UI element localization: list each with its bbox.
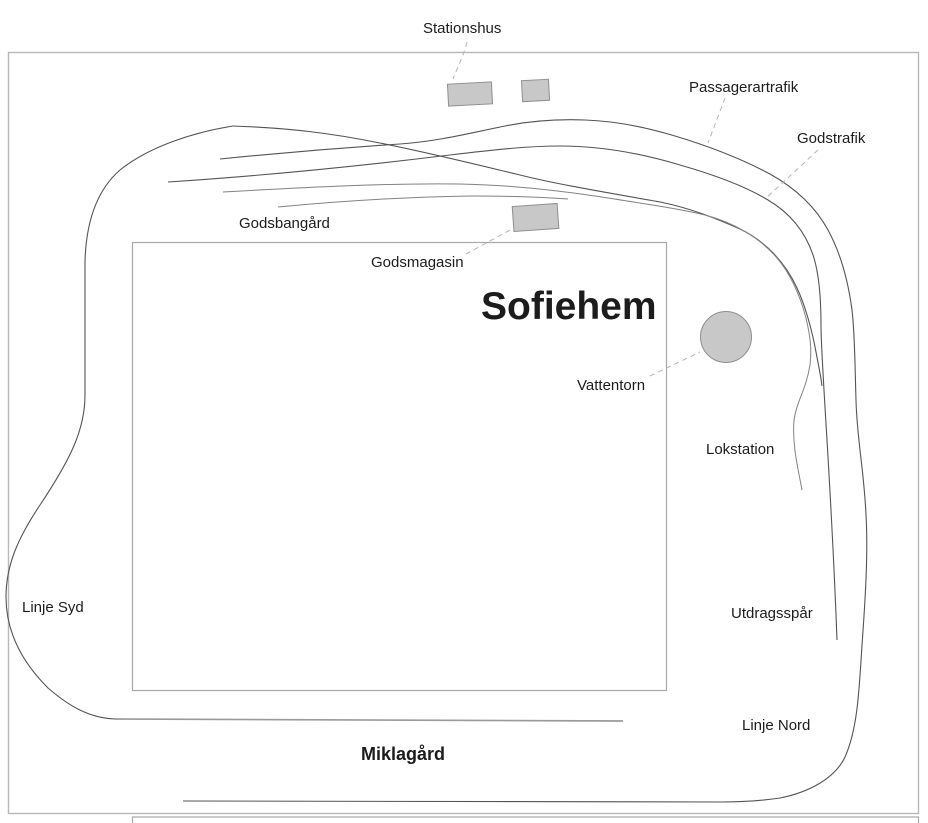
track-yard-lokstation (222, 183, 812, 491)
track-freight-loop (167, 145, 838, 641)
leader-godsmagasin (465, 228, 513, 255)
label-godsmagasin: Godsmagasin (371, 254, 464, 271)
track-passenger-main (182, 119, 868, 803)
label-utdragsspar: Utdragsspår (731, 605, 813, 622)
track-hidden-yard-ramp (114, 718, 624, 722)
label-passagerartrafik: Passagerartrafik (689, 79, 799, 96)
station-title: Sofiehem (481, 285, 657, 328)
track-mainline-left-loop (5, 125, 234, 720)
label-godsbangard: Godsbangård (239, 215, 330, 232)
godsmagasin-building (511, 202, 560, 233)
sofiehem-baseboard-rect (131, 241, 668, 692)
vattentorn-circle (700, 311, 752, 363)
label-vattentorn: Vattentorn (577, 377, 646, 394)
miklagard-baseboard-rect (131, 816, 920, 823)
leader-godstrafik (764, 149, 819, 200)
track-summit-descend (232, 125, 823, 387)
stationshus-building-annex (520, 78, 551, 103)
label-linje-syd: Linje Syd (22, 599, 84, 616)
label-stationshus: Stationshus (423, 20, 502, 37)
label-linje-nord: Linje Nord (742, 717, 811, 734)
track-yard-siding (277, 195, 569, 208)
outer-boundary-rect (7, 51, 920, 815)
lower-station-title: Miklagård (361, 744, 446, 764)
stationshus-building-main (446, 81, 494, 107)
leader-vattentorn (649, 351, 701, 377)
label-godstrafik: Godstrafik (797, 130, 866, 147)
leader-stationshus (452, 41, 468, 80)
leader-passagerartrafik (707, 97, 726, 144)
label-lokstation: Lokstation (706, 441, 775, 458)
